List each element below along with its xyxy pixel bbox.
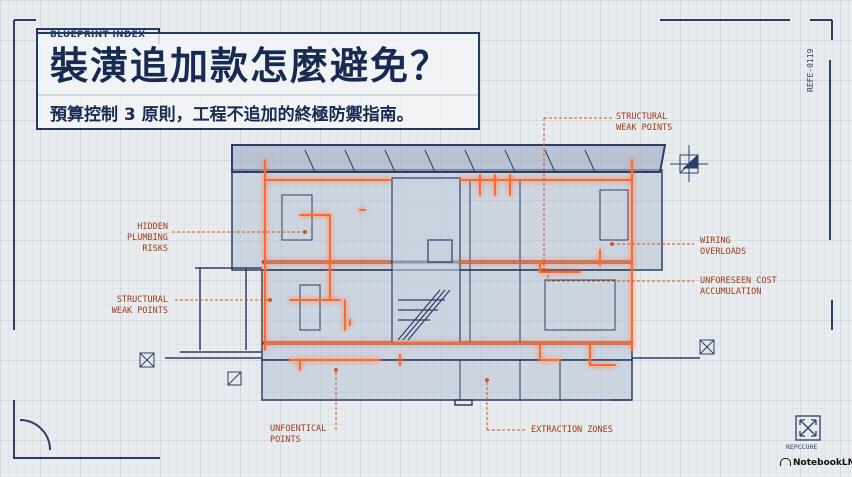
expand-icon [795, 415, 821, 441]
page-subtitle: 預算控制 3 原則，工程不追加的終極防禦指南。 [50, 105, 414, 125]
hidden-risk-glow [264, 159, 633, 371]
target-marker-icon [670, 145, 708, 182]
title-box [36, 32, 480, 96]
corner-code: REPCCU0E [786, 443, 818, 451]
notebook-logo-icon [780, 458, 791, 466]
blueprint-index-label: BLUEPRINT INDEX [50, 30, 146, 40]
subtitle-box [36, 92, 480, 130]
brand-label: NotebookLM [780, 458, 852, 468]
brand-text: NotebookLM [793, 458, 852, 468]
callout-extraction-zones: EXTRACTION ZONES [531, 425, 613, 435]
page-title: 裝潢追加款怎麼避免？ [50, 44, 451, 88]
